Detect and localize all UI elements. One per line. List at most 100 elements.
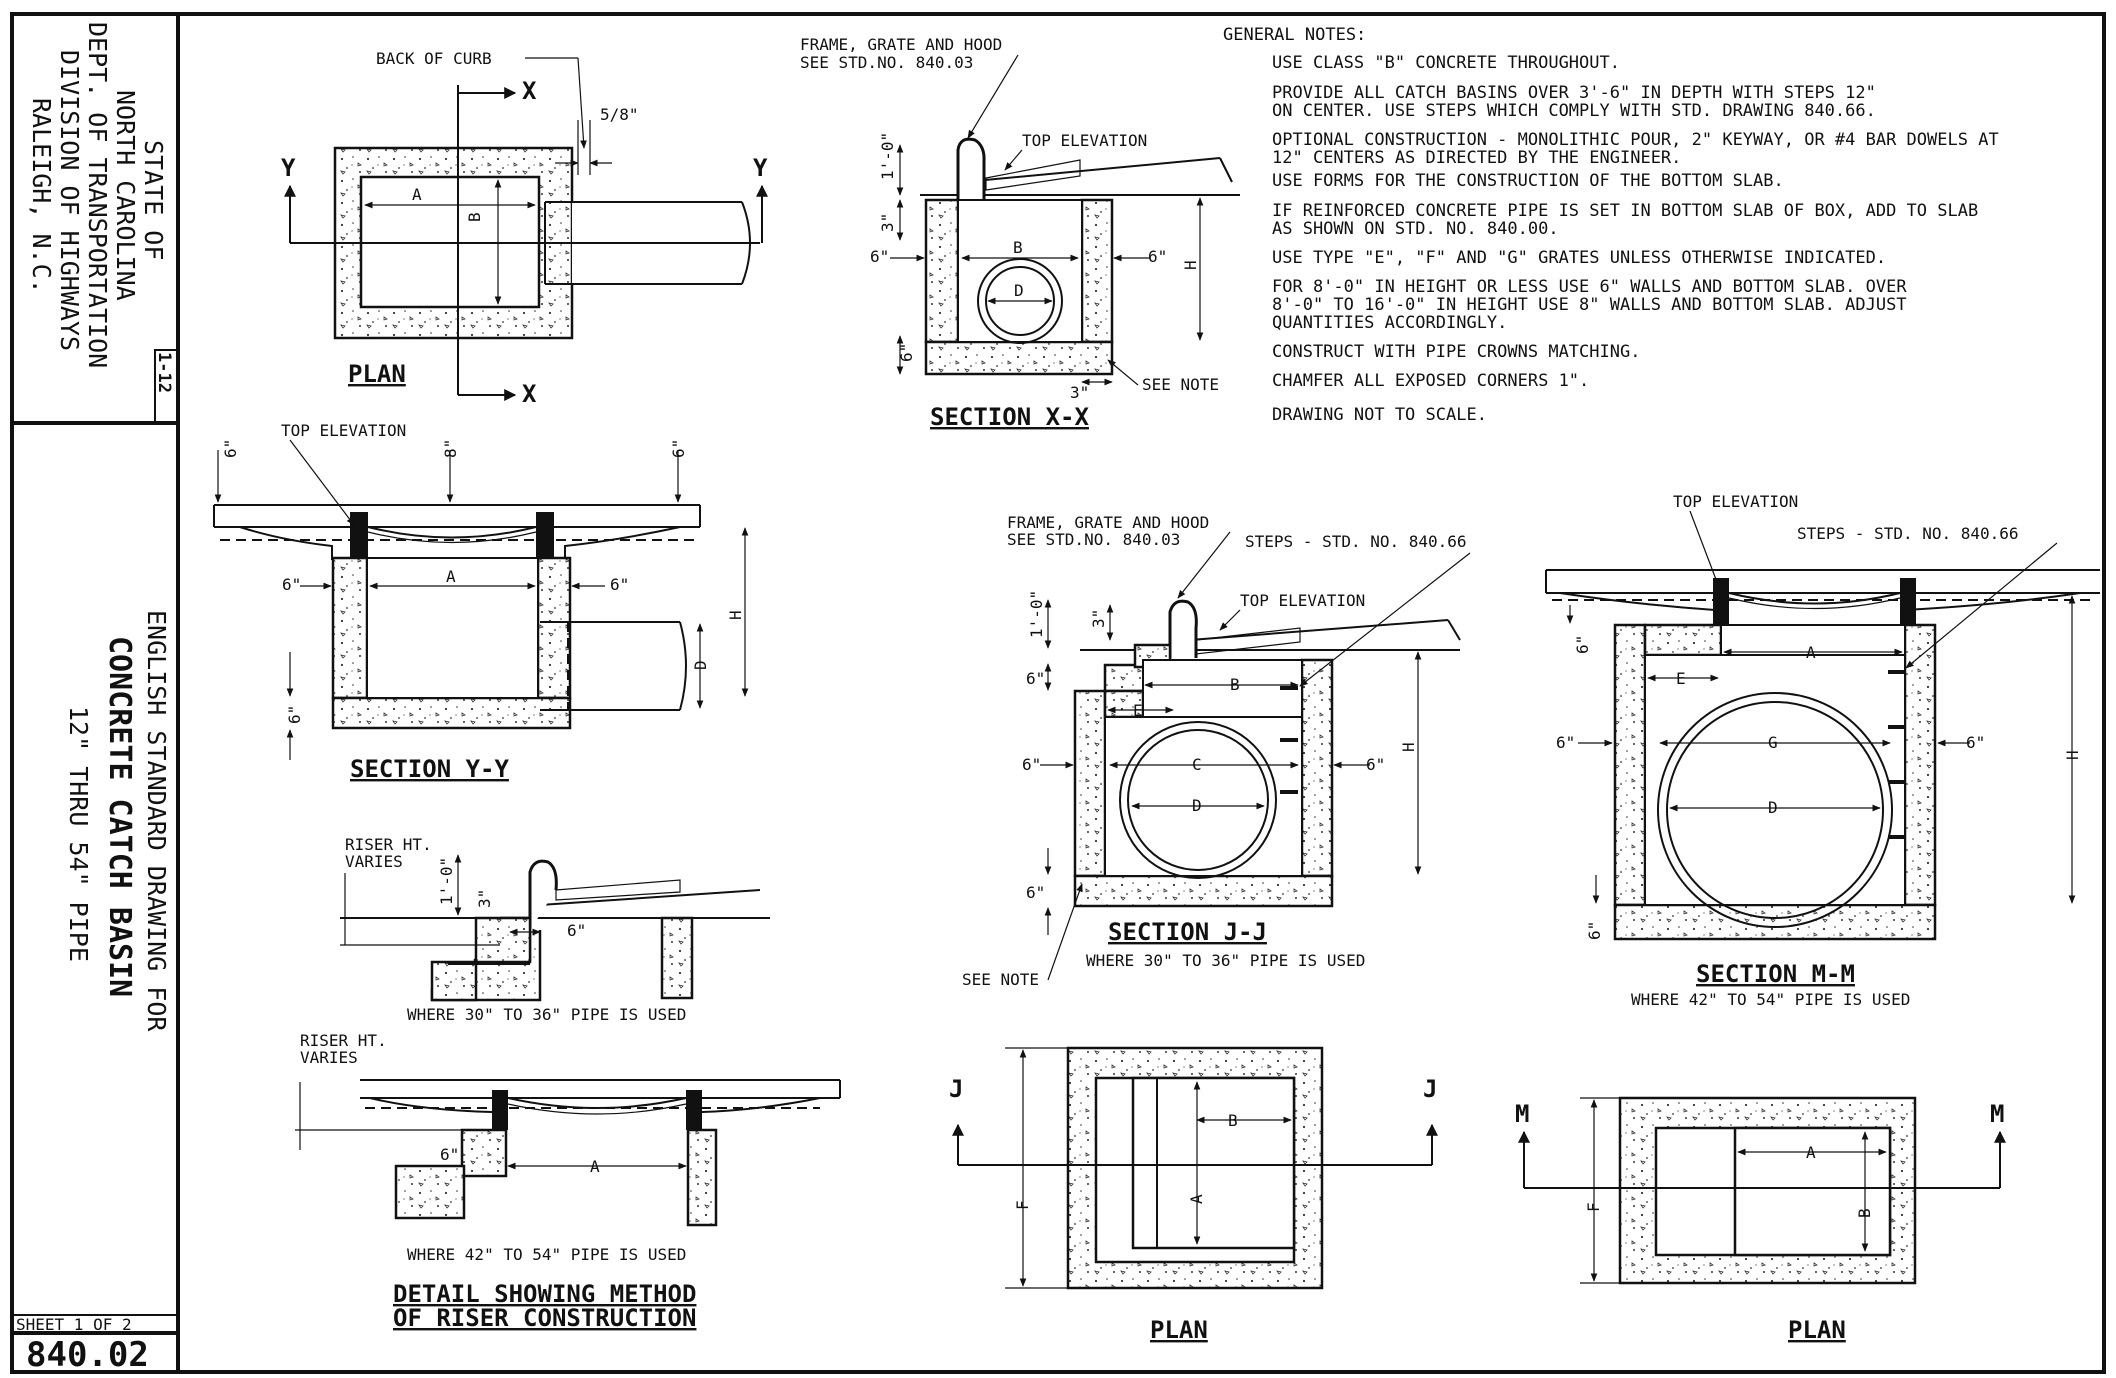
plan-jj-cut-right: J	[1423, 1075, 1437, 1103]
section-yy-title: SECTION Y-Y	[350, 755, 509, 783]
jj-dim-b: B	[1230, 675, 1240, 694]
jj-dim-3: 3"	[1089, 609, 1108, 628]
cut-x-bottom: X	[522, 380, 537, 408]
riser-detail-large: RISER HT. VARIES A 6" WHERE 42" TO 54" P…	[295, 1031, 841, 1332]
riser-title-line-1: DETAIL SHOWING METHOD	[393, 1280, 696, 1308]
section-jj: C D B E 6" 6" H 1'-0" 3" 6" 6" FRAME, GR…	[962, 513, 1471, 989]
jj-dim-h: H	[1399, 742, 1418, 752]
yy-dim-d: D	[691, 660, 710, 670]
note-7-line-2: 8'-0" TO 16'-0" IN HEIGHT USE 8" WALLS A…	[1272, 295, 1907, 315]
jj-dim-c: C	[1192, 755, 1202, 774]
note-4-line-1: USE FORMS FOR THE CONSTRUCTION OF THE BO…	[1272, 171, 1784, 191]
plan-mm: M M A B F PLAN	[1515, 1096, 2006, 1344]
jj-see-note: SEE NOTE	[962, 970, 1039, 989]
plan-mm-dim-a: A	[1806, 1143, 1816, 1162]
drawing-pipe-range: 12" THRU 54" PIPE	[64, 706, 93, 962]
jj-top-elevation: TOP ELEVATION	[1240, 591, 1365, 610]
plan-mm-cut-left: M	[1515, 1100, 1529, 1128]
jj-dim-6-right: 6"	[1366, 755, 1385, 774]
riser-large-where: WHERE 42" TO 54" PIPE IS USED	[407, 1245, 686, 1264]
note-2-line-1: PROVIDE ALL CATCH BASINS OVER 3'-6" IN D…	[1272, 83, 1876, 103]
drawing-subtitle: ENGLISH STANDARD DRAWING FOR	[142, 610, 171, 1032]
yy-dim-6-left: 6"	[282, 575, 301, 594]
riser-small-dim-6: 6"	[567, 921, 586, 940]
jj-frame-note-1: FRAME, GRATE AND HOOD	[1007, 513, 1209, 532]
note-5-line-2: AS SHOWN ON STD. NO. 840.00.	[1272, 219, 1559, 239]
yy-dim-6-top-right: 6"	[669, 439, 688, 458]
xx-frame-note-2: SEE STD.NO. 840.03	[800, 53, 973, 72]
mm-dim-6-right: 6"	[1966, 733, 1985, 752]
back-of-curb-label: BACK OF CURB	[376, 49, 492, 68]
section-mm-title: SECTION M-M	[1696, 960, 1855, 988]
note-9-line-1: CHAMFER ALL EXPOSED CORNERS 1".	[1272, 371, 1589, 391]
mm-dim-a: A	[1806, 643, 1816, 662]
plan-mm-title: PLAN	[1788, 1316, 1846, 1344]
note-5-line-1: IF REINFORCED CONCRETE PIPE IS SET IN BO…	[1272, 201, 1978, 221]
riser-title-line-2: OF RISER CONSTRUCTION	[393, 1304, 696, 1332]
xx-dim-6-right: 6"	[1148, 247, 1167, 266]
note-10-line-1: DRAWING NOT TO SCALE.	[1272, 405, 1487, 425]
general-notes: GENERAL NOTES: USE CLASS "B" CONCRETE TH…	[1223, 25, 1999, 425]
title-block-agency: STATE OF NORTH CAROLINA DEPT. OF TRANSPO…	[27, 22, 174, 393]
riser-large-dim-6: 6"	[440, 1145, 459, 1164]
drawing-number: 840.02	[26, 1335, 149, 1375]
riser-small-dim-1ft: 1'-0"	[437, 857, 456, 905]
xx-dim-1ft: 1'-0"	[878, 132, 897, 180]
riser-large-dim-a: A	[590, 1157, 600, 1176]
dim-b: B	[465, 212, 484, 222]
agency-line-5: RALEIGH, N.C.	[27, 98, 56, 294]
note-6-line-1: USE TYPE "E", "F" AND "G" GRATES UNLESS …	[1272, 248, 1886, 268]
note-1-line-1: USE CLASS "B" CONCRETE THROUGHOUT.	[1272, 53, 1620, 73]
cut-y-left: Y	[281, 154, 296, 182]
note-3-line-1: OPTIONAL CONSTRUCTION - MONOLITHIC POUR,…	[1272, 130, 1999, 150]
dim-curb: 5/8"	[600, 105, 639, 124]
plan-mm-dim-b: B	[1855, 1208, 1874, 1218]
plan-view-top: X X Y Y A B BACK OF CURB 5/8" PLAN	[281, 49, 768, 408]
mm-dim-h: H	[2063, 750, 2082, 760]
drawing-title: CONCRETE CATCH BASIN	[102, 636, 137, 997]
cut-y-right: Y	[753, 154, 768, 182]
jj-steps-note: STEPS - STD. NO. 840.66	[1245, 532, 1467, 551]
jj-dim-e: E	[1133, 701, 1143, 720]
sheet-border	[10, 12, 2106, 1374]
agency-line-4: DIVISION OF HIGHWAYS	[55, 50, 84, 351]
yy-dim-6-bottom: 6"	[285, 705, 304, 724]
revision-label: 1-12	[154, 352, 174, 393]
yy-dim-6-right: 6"	[610, 575, 629, 594]
mm-dim-e: E	[1676, 669, 1686, 688]
dim-a: A	[412, 185, 422, 204]
jj-dim-d: D	[1192, 796, 1202, 815]
riser-small-label-2: VARIES	[345, 852, 403, 871]
xx-dim-b: B	[1013, 238, 1023, 257]
mm-steps-note: STEPS - STD. NO. 840.66	[1797, 524, 2019, 543]
section-jj-title: SECTION J-J	[1108, 918, 1267, 946]
plan-top-title: PLAN	[348, 360, 406, 388]
riser-small-where: WHERE 30" TO 36" PIPE IS USED	[407, 1005, 686, 1024]
note-8-line-1: CONSTRUCT WITH PIPE CROWNS MATCHING.	[1272, 342, 1640, 362]
yy-dim-h: H	[726, 610, 745, 620]
mm-dim-d: D	[1768, 798, 1778, 817]
jj-dim-6-left: 6"	[1022, 755, 1041, 774]
xx-dim-6-left: 6"	[870, 247, 889, 266]
plan-mm-dim-f: F	[1584, 1202, 1603, 1212]
xx-see-note: SEE NOTE	[1142, 375, 1219, 394]
section-yy: A 6" 6" H D 6" 6" 8" 6" TOP ELEVATION SE…	[213, 421, 749, 783]
agency-line-1: STATE OF	[139, 140, 168, 260]
mm-dim-6-top: 6"	[1573, 635, 1592, 654]
agency-line-3: DEPT. OF TRANSPORTATION	[83, 22, 112, 368]
section-xx: D B 6" 6" H 1'-0" 3" 6" 3" FRAME, GRATE …	[800, 35, 1240, 431]
riser-small-label-1: RISER HT.	[345, 835, 432, 854]
note-3-line-2: 12" CENTERS AS DIRECTED BY THE ENGINEER.	[1272, 148, 1681, 168]
plan-jj-dim-f: F	[1013, 1200, 1032, 1210]
riser-detail-small: RISER HT. VARIES 1'-0" 3" 6" WHERE 30" T…	[340, 835, 770, 1024]
section-xx-title: SECTION X-X	[930, 403, 1089, 431]
plan-jj-title: PLAN	[1150, 1316, 1208, 1344]
plan-jj-cut-left: J	[949, 1075, 963, 1103]
mm-dim-6-bottom: 6"	[1585, 921, 1604, 940]
agency-line-2: NORTH CAROLINA	[111, 90, 140, 301]
yy-top-elevation: TOP ELEVATION	[281, 421, 406, 440]
xx-dim-6-bottom: 6"	[897, 343, 916, 362]
riser-small-dim-3: 3"	[475, 889, 494, 908]
